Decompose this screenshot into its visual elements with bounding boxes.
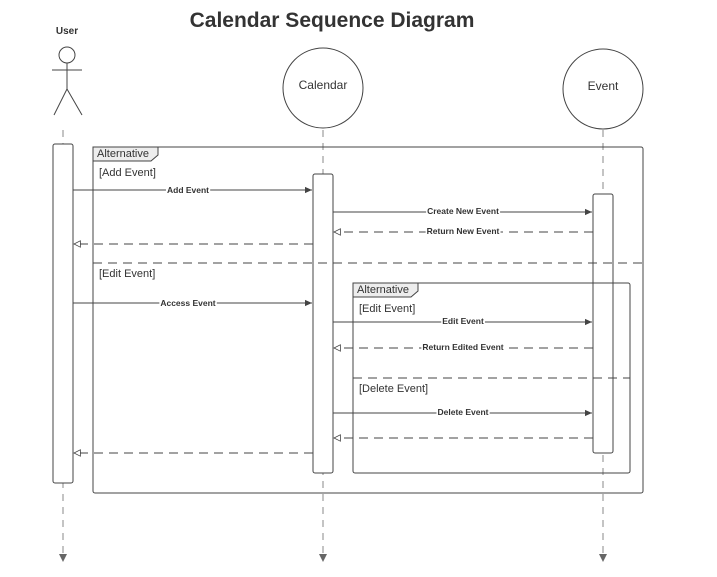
user-label: User — [56, 26, 78, 37]
message-delete-event: Delete Event — [333, 407, 592, 417]
user-activation-bar — [52, 143, 74, 484]
message-add-event: Add Event — [73, 185, 312, 195]
message-label: Return New Event — [427, 226, 500, 236]
message-label-background — [436, 407, 490, 417]
message-label: Delete Event — [437, 407, 488, 417]
calendar-lifeline-end-arrow-icon — [319, 554, 327, 562]
message-label: Access Event — [160, 298, 215, 308]
outer-fragment-frame — [92, 146, 644, 494]
outer-alt-fragment: Alternative [Add Event] [Edit Event] — [92, 146, 644, 494]
message-label: Return Edited Event — [422, 342, 503, 352]
event-participant: Event — [562, 48, 644, 130]
message-access-event: Access Event — [73, 298, 312, 308]
message-label: Add Event — [167, 185, 209, 195]
outer-fragment-operator: Alternative — [97, 148, 149, 160]
inner-alt-fragment: Alternative [Edit Event] [Delete Event] — [352, 282, 631, 474]
user-actor: User — [52, 26, 83, 116]
message-label: Edit Event — [442, 316, 484, 326]
stick-figure-icon — [52, 46, 83, 116]
outer-fragment-tab — [92, 146, 159, 162]
calendar-circle — [282, 47, 364, 129]
message-label-background — [425, 226, 501, 236]
message-label-background — [159, 298, 217, 308]
inner-fragment-tab — [352, 282, 419, 298]
event-activation-bar — [592, 193, 614, 454]
outer-guard-add-event: [Add Event] — [99, 167, 156, 179]
message-label-background — [165, 185, 211, 195]
inner-guard-delete-event: [Delete Event] — [359, 383, 428, 395]
message-return-edited-event: Return Edited Event — [334, 342, 593, 352]
event-label: Event — [588, 79, 619, 93]
event-lifeline-end-arrow-icon — [599, 554, 607, 562]
message-edit-event: Edit Event — [333, 316, 592, 326]
inner-fragment-operator: Alternative — [357, 284, 409, 296]
message-create-new-event: Create New Event — [333, 206, 592, 216]
message-label-background — [421, 342, 505, 352]
message-label: Create New Event — [427, 206, 499, 216]
diagram-title: Calendar Sequence Diagram — [190, 9, 475, 32]
calendar-participant: Calendar — [282, 47, 364, 129]
calendar-label: Calendar — [299, 78, 348, 92]
message-label-background — [441, 316, 485, 326]
calendar-activation-bar — [312, 173, 334, 474]
event-circle — [562, 48, 644, 130]
user-lifeline-end-arrow-icon — [59, 554, 67, 562]
outer-guard-edit-event: [Edit Event] — [99, 268, 155, 280]
message-label-background — [426, 206, 501, 216]
message-return-new-event: Return New Event — [334, 226, 593, 236]
inner-guard-edit-event: [Edit Event] — [359, 303, 415, 315]
